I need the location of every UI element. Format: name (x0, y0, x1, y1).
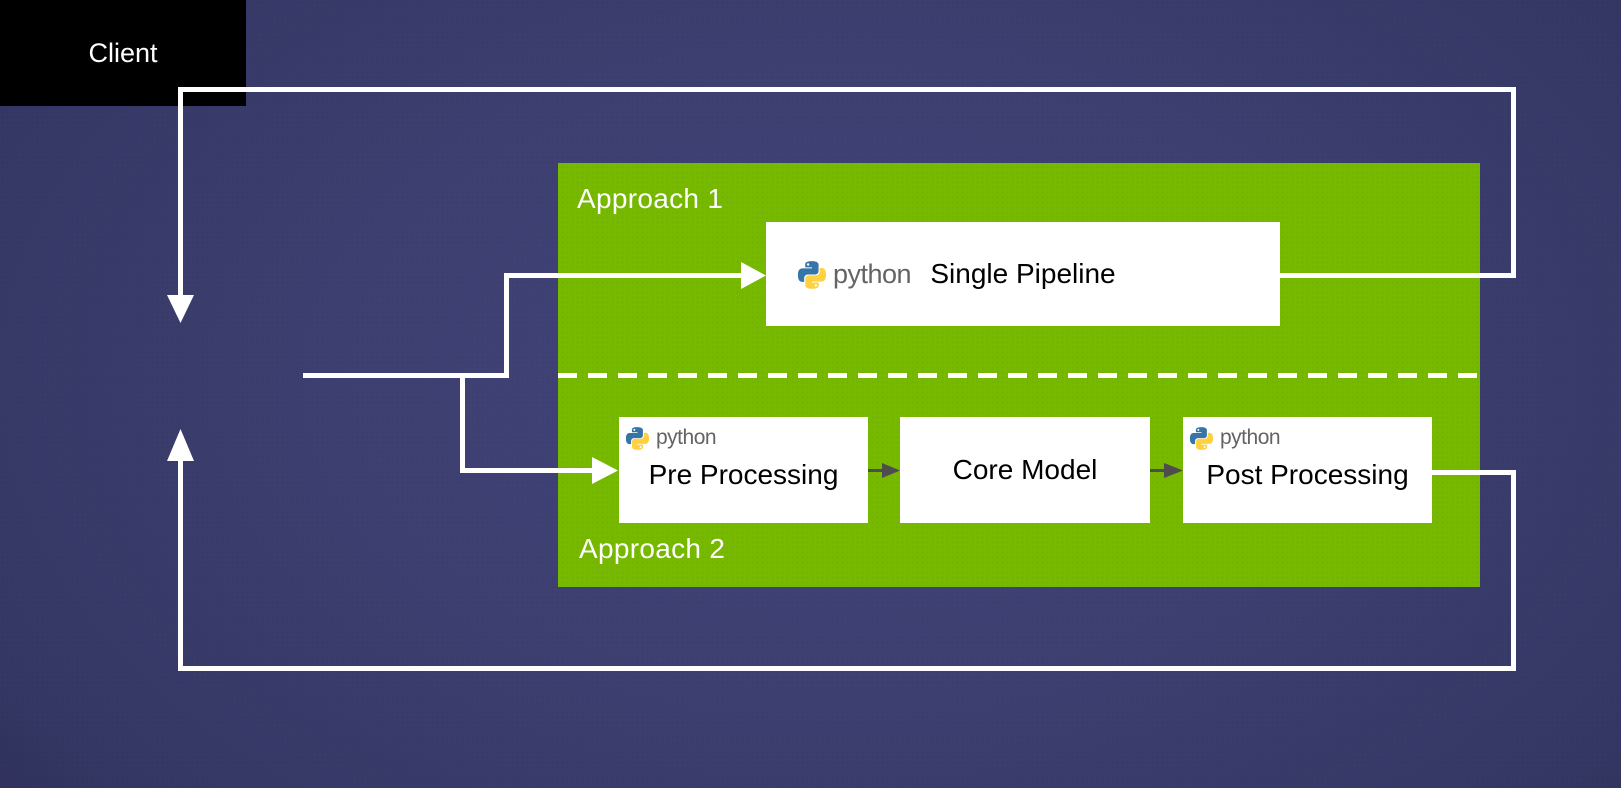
python-icon (1190, 426, 1213, 450)
post-processing-label: Post Processing (1206, 459, 1409, 490)
node-core-model: Core Model (900, 417, 1150, 523)
node-post-processing: python Post Processing (1183, 417, 1432, 523)
client-label: Client (88, 37, 158, 68)
arrowhead-into-client-top (167, 295, 194, 323)
python-logo: python (1190, 426, 1281, 450)
node-single-pipeline: python Single Pipeline (766, 222, 1280, 326)
pre-processing-label: Pre Processing (648, 459, 839, 490)
approach-2-label: Approach 2 (579, 533, 726, 564)
node-client: Client (0, 0, 246, 106)
python-icon (626, 426, 649, 450)
node-pre-processing: python Pre Processing (619, 417, 868, 523)
single-pipeline-label: Single Pipeline (930, 258, 1116, 289)
approach-1-label: Approach 1 (577, 183, 724, 214)
core-model-label: Core Model (952, 454, 1098, 485)
arrowhead-into-client-bottom (167, 429, 194, 461)
python-logo: python (626, 426, 717, 450)
python-wordmark: python (656, 426, 717, 449)
python-wordmark: python (1220, 426, 1281, 449)
